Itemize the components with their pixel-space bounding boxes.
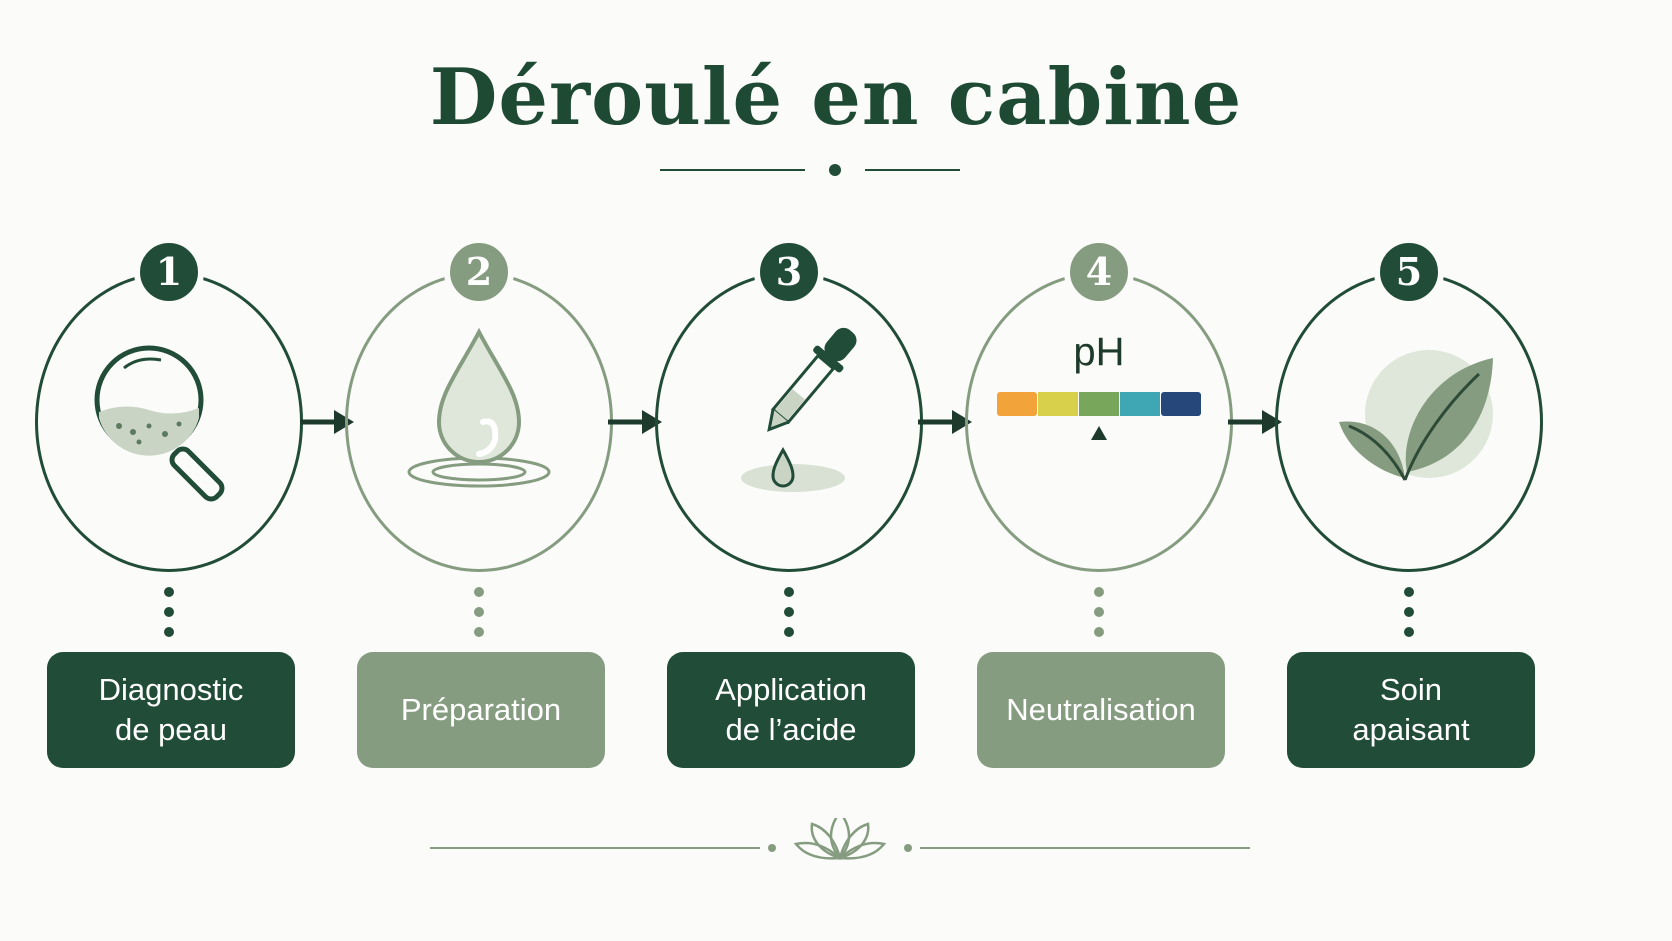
step-2: 2 Préparation xyxy=(337,232,637,772)
step-label: Application de l’acide xyxy=(667,652,915,768)
arrow-right-icon xyxy=(1228,410,1282,434)
step-1: 1 Diagnostic de peau xyxy=(27,232,327,772)
connector-dots xyxy=(472,587,486,647)
step-3: 3 Application de l’acide xyxy=(647,232,947,772)
ph-label: pH xyxy=(1073,330,1125,374)
arrow-right-icon xyxy=(300,410,354,434)
leaf-icon xyxy=(1339,350,1493,481)
title-divider-ornament xyxy=(660,164,960,176)
ph-segment xyxy=(1120,392,1160,416)
ph-segment xyxy=(1079,392,1119,416)
step-number-badge: 2 xyxy=(444,237,514,307)
ph-scale-icon: pH xyxy=(997,322,1201,522)
arrow-right-icon xyxy=(608,410,662,434)
ph-segment xyxy=(1161,392,1201,416)
step-5: 5 Soin apaisant xyxy=(1267,232,1567,772)
step-number-badge: 1 xyxy=(134,237,204,307)
ph-segment xyxy=(997,392,1037,416)
connector-dots xyxy=(1402,587,1416,647)
page-title: Déroulé en cabine xyxy=(429,52,1243,143)
connector-dots xyxy=(162,587,176,647)
connector-dots xyxy=(782,587,796,647)
step-number-badge: 3 xyxy=(754,237,824,307)
step-label: Soin apaisant xyxy=(1287,652,1535,768)
step-label: Neutralisation xyxy=(977,652,1225,768)
connector-dots xyxy=(1092,587,1106,647)
step-number-badge: 5 xyxy=(1374,237,1444,307)
lotus-ornament xyxy=(430,818,1250,860)
ph-segment xyxy=(1038,392,1078,416)
step-label: Préparation xyxy=(357,652,605,768)
ph-color-bar xyxy=(997,392,1201,440)
step-number-badge: 4 xyxy=(1064,237,1134,307)
step-4: 4 pH Neutralisation xyxy=(957,232,1257,772)
step-label: Diagnostic de peau xyxy=(47,652,295,768)
arrow-right-icon xyxy=(918,410,972,434)
water-drop-icon xyxy=(407,327,551,488)
magnifier-skin-icon xyxy=(94,345,225,502)
dropper-icon xyxy=(741,327,857,492)
